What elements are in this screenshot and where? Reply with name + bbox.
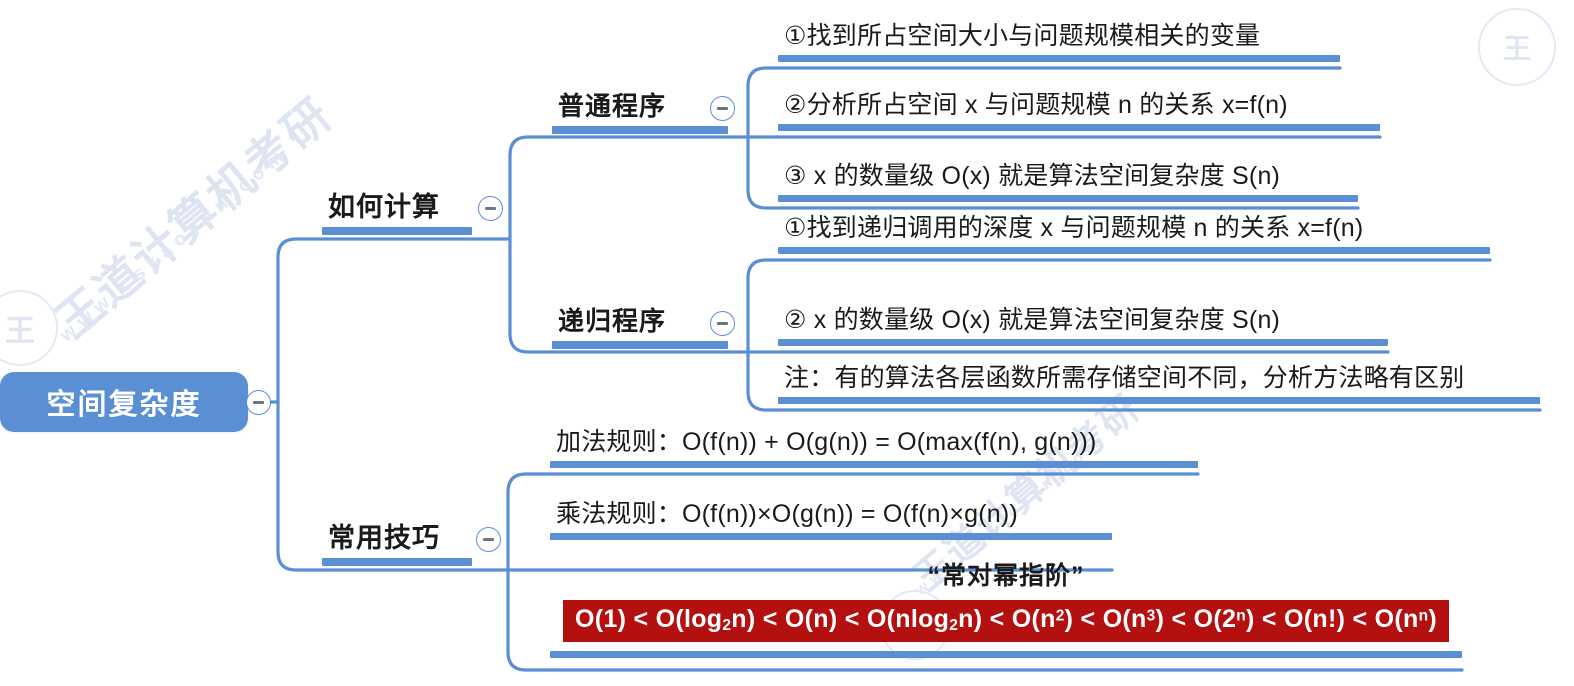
leaf-underline (778, 123, 1380, 131)
root-label: 空间复杂度 (46, 389, 202, 421)
branch-recursive-program[interactable]: 递归程序 (552, 306, 728, 349)
leaf-underline (550, 460, 1198, 468)
leaf-ct-1-text: 加法规则：O(f(n)) + O(g(n)) = O(max(f(n), g(n… (556, 428, 1097, 456)
branch-how-to-compute[interactable]: 如何计算 (322, 192, 472, 236)
toggle-recursive-program[interactable] (710, 311, 735, 336)
leaf-rp-2[interactable]: ② x 的数量级 O(x) 就是算法空间复杂度 S(n) (778, 306, 1388, 346)
leaf-np-1[interactable]: ①找到所占空间大小与问题规模相关的变量 (778, 22, 1340, 62)
leaf-ct-2-text: 乘法规则：O(f(n))×O(g(n)) = O(f(n)×g(n)) (556, 500, 1018, 528)
leaf-np-3-text: ③ x 的数量级 O(x) 就是算法空间复杂度 S(n) (784, 162, 1281, 190)
leaf-rp-1-text: ①找到递归调用的深度 x 与问题规模 n 的关系 x=f(n) (784, 214, 1364, 242)
leaf-underline (778, 54, 1340, 62)
complexity-order-formula: O(1) < O(log2n) < O(n) < O(nlog2n) < O(n… (563, 600, 1449, 642)
leaf-underline (550, 650, 1462, 658)
toggle-common-tricks[interactable] (476, 527, 501, 552)
branch-underline (322, 558, 472, 567)
root-collapse-toggle[interactable] (246, 390, 271, 415)
leaf-rp-3[interactable]: 注：有的算法各层函数所需存储空间不同，分析方法略有区别 (778, 364, 1540, 404)
leaf-underline (778, 338, 1388, 346)
branch-common-tricks-label: 常用技巧 (328, 523, 440, 553)
leaf-underline (550, 532, 1112, 540)
root-node[interactable]: 空间复杂度 (0, 372, 248, 432)
leaf-ct-2[interactable]: 乘法规则：O(f(n))×O(g(n)) = O(f(n)×g(n)) (550, 500, 1112, 540)
leaf-rp-2-text: ② x 的数量级 O(x) 就是算法空间复杂度 S(n) (784, 306, 1281, 334)
toggle-normal-program[interactable] (710, 96, 735, 121)
leaf-rp-1[interactable]: ①找到递归调用的深度 x 与问题规模 n 的关系 x=f(n) (778, 214, 1490, 254)
branch-normal-program-label: 普通程序 (558, 91, 667, 121)
watermark-seal-icon: 王 (1478, 8, 1556, 86)
leaf-ct-1[interactable]: 加法规则：O(f(n)) + O(g(n)) = O(max(f(n), g(n… (550, 428, 1198, 468)
leaf-ct-3-heading: “常对幂指阶” (927, 562, 1085, 590)
branch-normal-program[interactable]: 普通程序 (552, 91, 728, 134)
branch-underline (322, 227, 472, 236)
leaf-underline (778, 396, 1540, 404)
toggle-how-to-compute[interactable] (478, 196, 503, 221)
branch-underline (552, 125, 728, 134)
leaf-underline (778, 246, 1490, 254)
branch-common-tricks[interactable]: 常用技巧 (322, 523, 472, 567)
leaf-rp-3-text: 注：有的算法各层函数所需存储空间不同，分析方法略有区别 (784, 364, 1465, 392)
watermark-seal-icon: 王 (0, 290, 58, 366)
watermark-url-text: www.cskaoyan.com (56, 142, 294, 347)
leaf-np-3[interactable]: ③ x 的数量级 O(x) 就是算法空间复杂度 S(n) (778, 162, 1358, 202)
leaf-np-2-text: ②分析所占空间 x 与问题规模 n 的关系 x=f(n) (784, 91, 1288, 119)
branch-underline (552, 340, 728, 349)
leaf-ct-3[interactable]: “常对幂指阶” O(1) < O(log2n) < O(n) < O(nlog2… (550, 556, 1462, 658)
watermark-brand-text: 王道计算机考研 (46, 87, 343, 348)
branch-recursive-program-label: 递归程序 (558, 306, 667, 336)
leaf-np-2[interactable]: ②分析所占空间 x 与问题规模 n 的关系 x=f(n) (778, 91, 1380, 131)
leaf-underline (778, 194, 1358, 202)
branch-how-to-compute-label: 如何计算 (328, 192, 440, 222)
leaf-np-1-text: ①找到所占空间大小与问题规模相关的变量 (784, 22, 1261, 50)
